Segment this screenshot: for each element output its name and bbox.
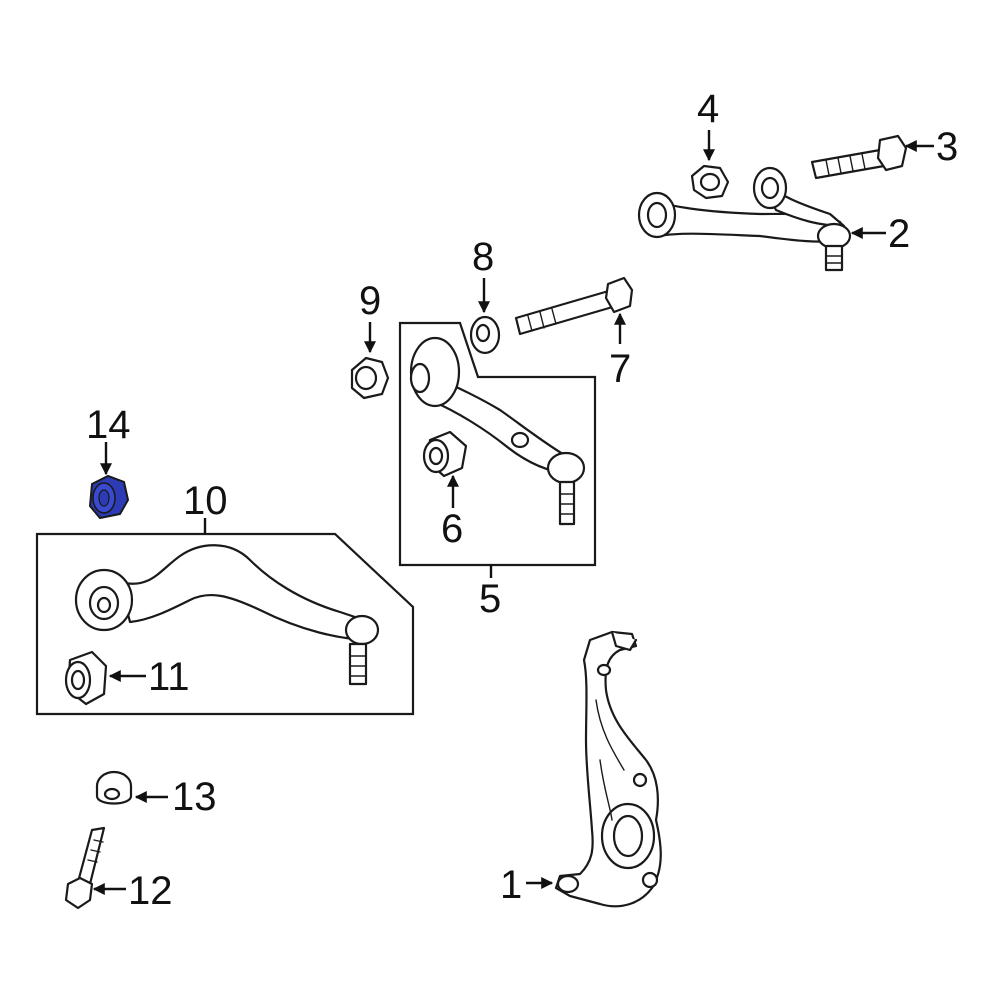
part-11-bushing[interactable] — [64, 650, 108, 706]
callout-9: 9 — [359, 279, 381, 323]
callout-12: 12 — [128, 869, 173, 913]
callout-13: 13 — [172, 775, 217, 819]
part-7-bolt[interactable] — [514, 276, 634, 336]
callout-labels: 1 2 3 4 5 6 7 8 9 10 11 12 13 14 — [86, 87, 958, 913]
part-8-washer[interactable] — [469, 315, 501, 355]
leader-lines — [92, 130, 934, 895]
part-12-bolt[interactable] — [64, 826, 106, 910]
part-14-bushing-highlighted[interactable] — [88, 474, 130, 520]
callout-8: 8 — [472, 235, 494, 279]
part-6-bushing[interactable] — [422, 430, 468, 478]
callout-3: 3 — [936, 125, 958, 169]
part-9-nut[interactable] — [350, 356, 390, 400]
callout-14: 14 — [86, 403, 131, 447]
part-10-group-frame — [35, 532, 415, 716]
callout-7: 7 — [609, 347, 631, 391]
callout-10: 10 — [183, 479, 228, 523]
callout-11: 11 — [148, 655, 190, 699]
part-1-steering-knuckle[interactable] — [554, 630, 662, 908]
part-3-bolt[interactable] — [810, 134, 908, 180]
part-13-washer[interactable] — [95, 770, 133, 805]
part-2-upper-control-arm[interactable] — [637, 166, 852, 272]
callout-6: 6 — [441, 507, 463, 551]
part-10-lower-control-arm[interactable] — [74, 544, 380, 686]
part-5-lower-control-arm[interactable] — [409, 336, 586, 526]
callout-1: 1 — [500, 863, 522, 907]
part-5-group-frame — [398, 321, 597, 567]
callout-4: 4 — [697, 87, 719, 131]
callout-5: 5 — [479, 577, 501, 621]
part-4-nut[interactable] — [690, 164, 730, 200]
callout-2: 2 — [888, 212, 910, 256]
